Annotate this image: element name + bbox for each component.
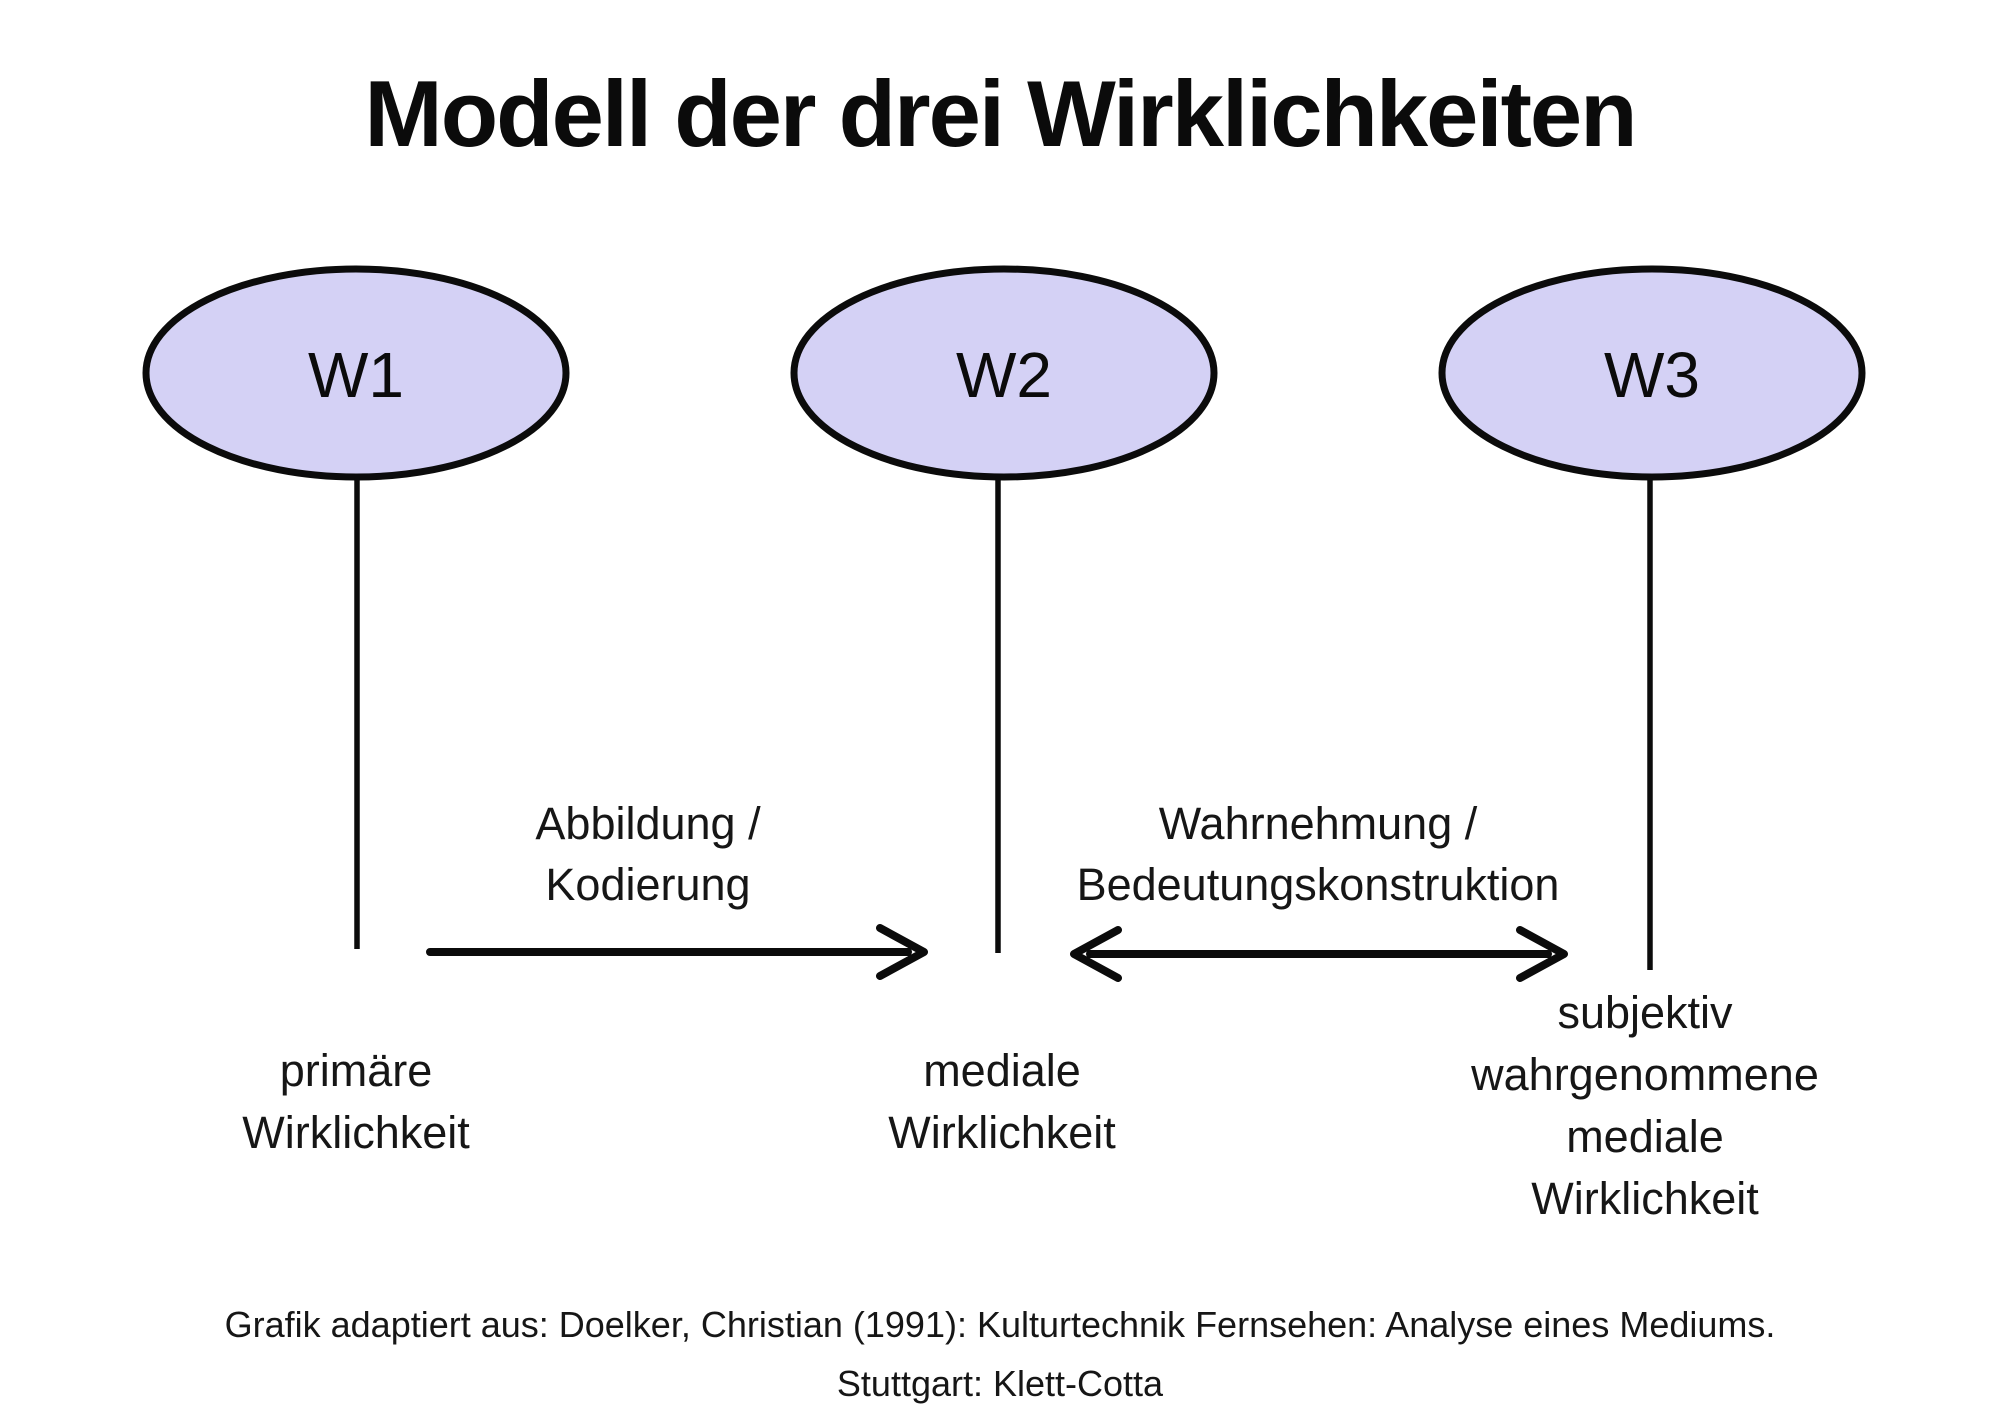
w2-node-label: W2 — [956, 339, 1052, 411]
w1-caption: primäre Wirklichkeit — [242, 1045, 470, 1158]
w2-caption: mediale Wirklichkeit — [888, 1045, 1116, 1158]
w3-caption: subjektiv wahrgenommene mediale Wirklich… — [1471, 987, 1819, 1224]
w1-node-label: W1 — [308, 339, 404, 411]
w2-ellipse — [790, 265, 1218, 481]
diagram-title: Modell der drei Wirklichkeiten — [364, 61, 1637, 166]
w3-ellipse — [1438, 265, 1866, 481]
w1-ellipse — [142, 265, 570, 481]
wahrnehmung-arrow-label: Wahrnehmung / Bedeutungskonstruktion — [1076, 798, 1560, 910]
source-attribution-line2: Stuttgart: Klett-Cotta — [836, 1363, 1164, 1404]
w3-node-label: W3 — [1604, 339, 1700, 411]
source-attribution: Grafik adaptiert aus: Doelker, Christian… — [0, 1295, 2000, 1413]
abbildung-arrow-label: Abbildung / Kodierung — [535, 798, 761, 910]
source-attribution-line1: Grafik adaptiert aus: Doelker, Christian… — [224, 1304, 1776, 1345]
wahrnehmung-arrow — [1070, 926, 1568, 982]
abbildung-arrow — [426, 924, 928, 980]
